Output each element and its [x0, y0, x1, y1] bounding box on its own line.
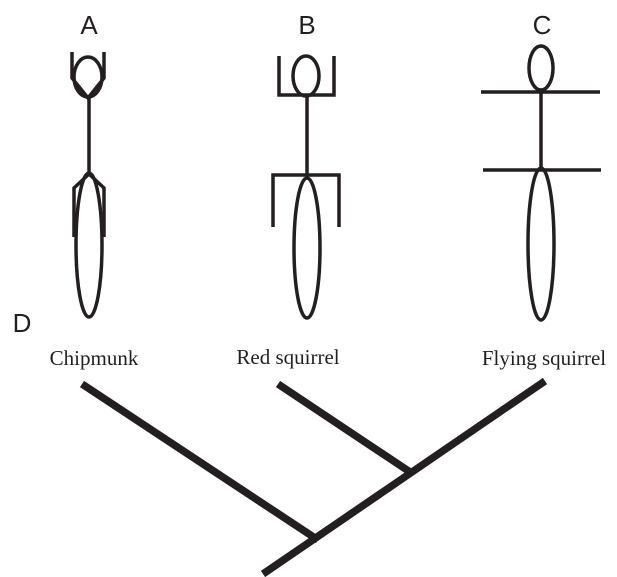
figure-b-upper-bracket: [277, 56, 336, 97]
taxon-label-flying-squirrel: Flying squirrel: [482, 346, 606, 370]
cladogram-label: D: [13, 308, 32, 338]
branch-chipmunk: [79, 380, 321, 544]
taxon-label-red-squirrel: Red squirrel: [236, 345, 339, 369]
figure-a-head: [72, 55, 104, 99]
figure-b-label: B: [298, 10, 315, 40]
figure-c-label: C: [533, 10, 552, 40]
figure-a: A: [70, 10, 106, 319]
figure-c-body: [526, 166, 556, 322]
figure-a-label: A: [80, 10, 98, 40]
figure-b-body: [292, 176, 322, 320]
figure-c: C: [481, 10, 601, 322]
figure-b-head: [291, 54, 321, 98]
figure-c-head: [527, 44, 555, 92]
branch-red-squirrel: [275, 380, 413, 476]
figure-b-lower-bracket: [271, 173, 341, 227]
branch-root-to-flying-squirrel: [260, 377, 548, 577]
figure-a-body: [74, 171, 104, 319]
taxon-label-chipmunk: Chipmunk: [50, 346, 139, 370]
figure-b: B: [271, 10, 341, 320]
cladogram: D Chipmunk Red squirrel Flying squirrel: [13, 308, 606, 577]
